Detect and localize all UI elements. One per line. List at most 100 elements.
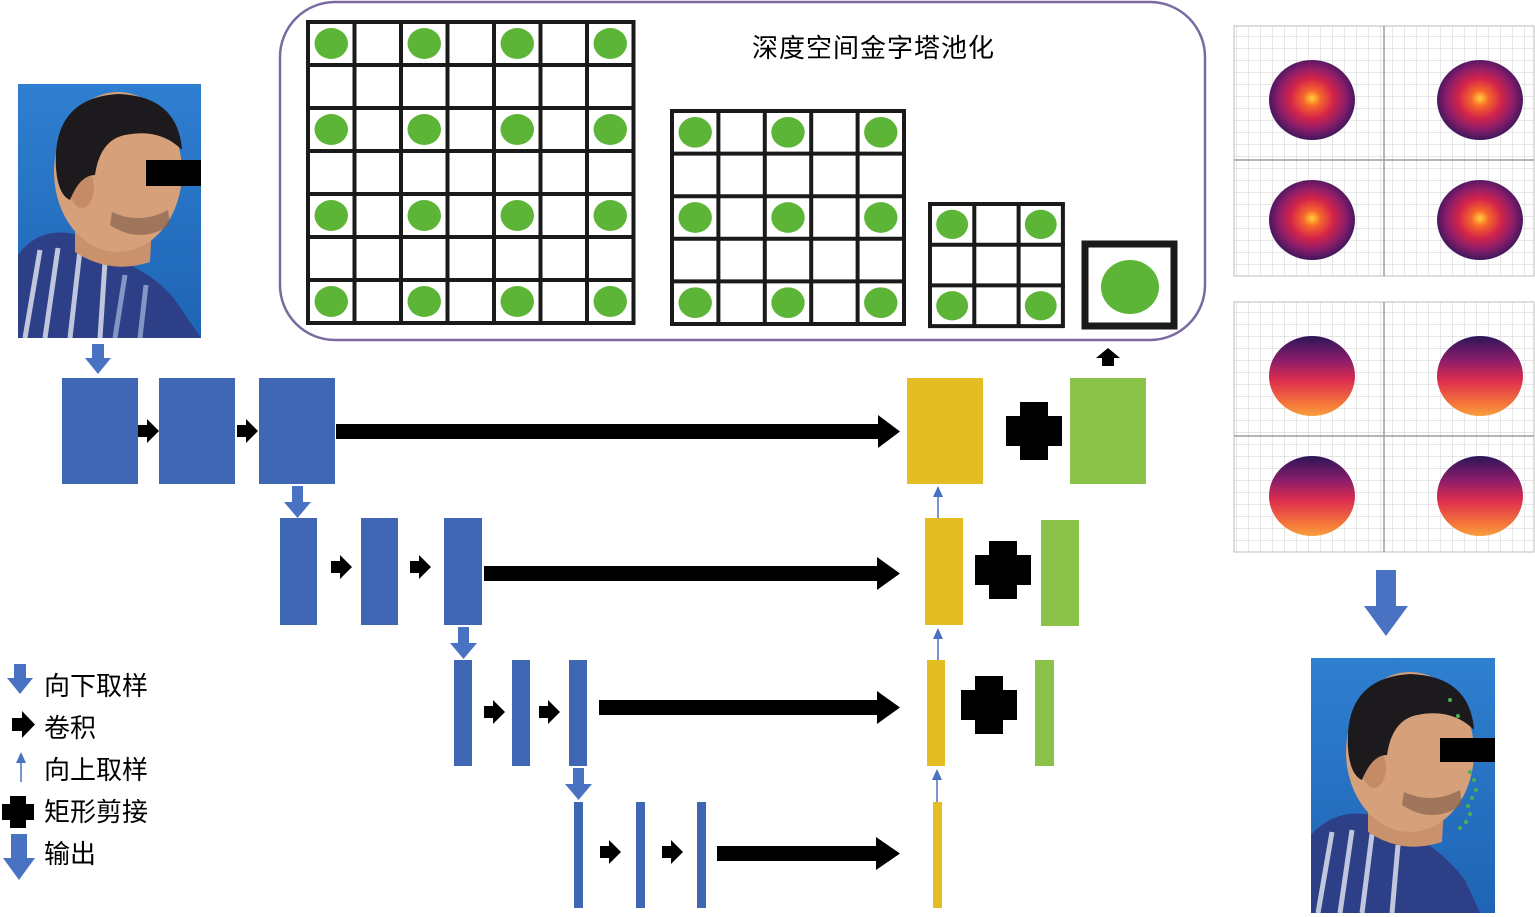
encoder-block — [62, 378, 138, 484]
legend-label-downsample: 向下取样 — [44, 672, 149, 702]
upsample-arrow-icon — [932, 769, 942, 802]
decoder-block — [927, 660, 945, 766]
crop-splice-icon — [1006, 402, 1062, 460]
legend-upsample-arrow-icon — [16, 752, 26, 782]
legend-label-output: 输出 — [44, 840, 97, 870]
pooling-cell-dot — [771, 202, 805, 233]
heatmap-bottom — [1233, 301, 1535, 553]
pooling-cell-dot — [593, 286, 627, 317]
encoder-block — [512, 660, 530, 766]
conv-arrow-icon — [600, 840, 621, 864]
skip-connection-arrow — [336, 415, 900, 448]
input-face-photo — [18, 84, 201, 339]
skip-blocks — [1035, 378, 1146, 766]
skip-block — [1035, 660, 1054, 766]
encoder-level-4 — [574, 802, 706, 908]
input-down-arrow-icon — [85, 344, 111, 374]
legend-output-arrow-icon — [3, 834, 35, 880]
pooling-grid-2 — [670, 109, 906, 326]
pooling-cell-dot — [678, 202, 712, 233]
pooling-cell-dot — [407, 28, 441, 59]
pooling-cell-dot — [593, 200, 627, 231]
downsample-arrow-icon — [450, 627, 477, 659]
legend-label-upsample: 向上取样 — [44, 756, 149, 786]
pooling-cell-dot — [407, 286, 441, 317]
pooling-cell-dot — [771, 116, 805, 148]
output-arrow-icon — [1364, 570, 1408, 636]
pooling-cell-dot — [936, 291, 969, 321]
encoder-block — [259, 378, 335, 484]
conv-arrow-icon — [138, 419, 159, 443]
pooling-cell-dot — [407, 114, 441, 145]
upsample-arrow-icon — [933, 628, 943, 660]
conv-arrow-icon — [410, 555, 431, 579]
pooling-cell-dot — [936, 209, 969, 240]
legend-label-conv: 卷积 — [44, 714, 97, 744]
legend-label-crop-splice: 矩形剪接 — [44, 798, 149, 828]
encoder-block — [280, 518, 317, 625]
pooling-cell-dot — [1024, 209, 1057, 240]
pyramid-input-arrow-icon — [1096, 348, 1120, 366]
encoder-block — [636, 802, 645, 908]
pooling-cell-dot — [864, 202, 898, 233]
pooling-cell-dot — [1101, 260, 1159, 314]
downsample-arrow-icon — [284, 486, 311, 518]
pooling-cell-dot — [864, 116, 898, 148]
downsample-arrow-icon — [565, 768, 592, 800]
heatmap-top — [1233, 25, 1535, 277]
pyramid-title: 深度空间金字塔池化 — [752, 34, 996, 64]
encoder-block — [454, 660, 472, 766]
pooling-grid-3 — [928, 202, 1065, 329]
decoder-block — [925, 518, 963, 625]
pooling-cell-dot — [864, 287, 898, 319]
pooling-cell-dot — [314, 114, 348, 145]
encoder-level-3 — [454, 660, 587, 766]
pooling-cell-dot — [771, 287, 805, 319]
conv-arrow-icon — [484, 700, 505, 724]
pooling-cell-dot — [1024, 291, 1057, 321]
conv-arrow-icon — [331, 555, 352, 579]
pooling-grid-4 — [1081, 240, 1178, 330]
skip-connection-arrow — [717, 837, 900, 870]
skip-connection-arrow — [484, 557, 900, 590]
decoder-block — [933, 802, 942, 908]
skip-connection-arrow — [599, 691, 900, 724]
pooling-cell-dot — [678, 287, 712, 319]
pooling-cell-dot — [593, 28, 627, 59]
legend-down-arrow-icon — [7, 664, 33, 694]
skip-block — [1070, 378, 1146, 484]
skip-block — [1041, 520, 1079, 626]
encoder-block — [569, 660, 587, 766]
legend-conv-arrow-icon — [12, 711, 35, 738]
encoder-block — [361, 518, 398, 625]
pooling-cell-dot — [678, 116, 712, 148]
pooling-cell-dot — [593, 114, 627, 145]
pyramid-grids — [306, 20, 1178, 330]
pooling-cell-dot — [500, 114, 534, 145]
conv-arrow-icon — [539, 700, 560, 724]
pooling-cell-dot — [314, 286, 348, 317]
output-face-photo — [1311, 658, 1495, 914]
decoder-blocks — [907, 378, 983, 908]
pooling-cell-dot — [314, 28, 348, 59]
encoder-block — [159, 378, 235, 484]
pooling-cell-dot — [500, 286, 534, 317]
pooling-cell-dot — [500, 200, 534, 231]
encoder-block — [697, 802, 706, 908]
pooling-cell-dot — [500, 28, 534, 59]
pooling-cell-dot — [314, 200, 348, 231]
landmark-points — [1448, 698, 1478, 830]
decoder-block — [907, 378, 983, 484]
legend-crop-splice-icon — [2, 796, 34, 828]
encoder-block — [574, 802, 583, 908]
conv-arrow-icon — [237, 419, 258, 443]
conv-arrow-icon — [662, 840, 683, 864]
encoder-block — [444, 518, 482, 625]
encoder-level-2 — [280, 518, 482, 625]
pooling-cell-dot — [407, 200, 441, 231]
pooling-grid-1 — [306, 20, 636, 325]
encoder-level-1 — [62, 378, 335, 484]
upsample-arrow-icon — [933, 486, 943, 518]
